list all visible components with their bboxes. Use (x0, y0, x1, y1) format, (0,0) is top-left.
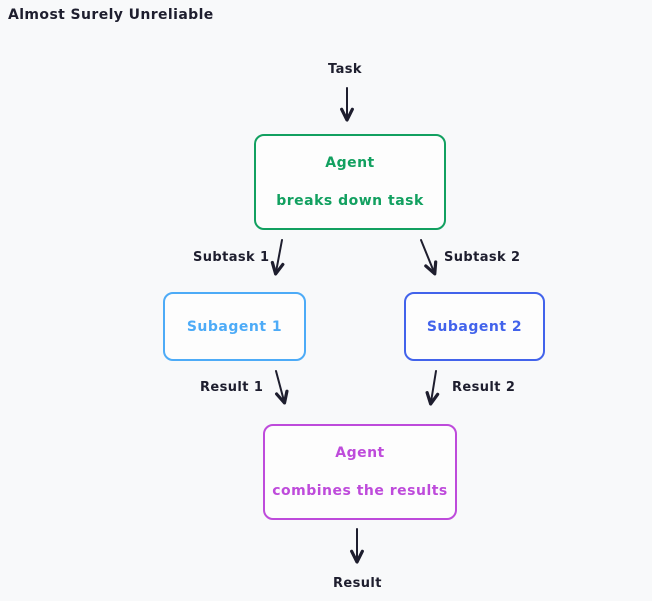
arrow-subagent1-to-combiner (275, 370, 289, 405)
agent-combine-title: Agent (335, 445, 385, 461)
result2-label: Result 2 (452, 380, 516, 395)
subtask2-label: Subtask 2 (444, 250, 521, 265)
agent-combine-subtitle: combines the results (272, 483, 448, 499)
page-title: Almost Surely Unreliable (8, 7, 214, 23)
agent-breakdown-node: Agent breaks down task (254, 134, 446, 230)
subagent2-label: Subagent 2 (426, 318, 523, 335)
subagent1-node: Subagent 1 (163, 292, 306, 361)
task-label: Task (328, 62, 362, 77)
result-label: Result (333, 576, 382, 591)
arrow-agent-to-subagent2 (420, 239, 438, 276)
subtask1-label: Subtask 1 (193, 250, 270, 265)
arrow-subagent2-to-combiner (425, 370, 440, 406)
result1-label: Result 1 (200, 380, 264, 395)
arrow-agent-to-subagent1 (270, 239, 285, 276)
agent-combine-node: Agent combines the results (263, 424, 457, 520)
agent-breakdown-title: Agent (325, 155, 375, 171)
agent-breakdown-subtitle: breaks down task (276, 193, 424, 209)
subagent1-label: Subagent 1 (186, 318, 283, 335)
subagent2-node: Subagent 2 (404, 292, 545, 361)
